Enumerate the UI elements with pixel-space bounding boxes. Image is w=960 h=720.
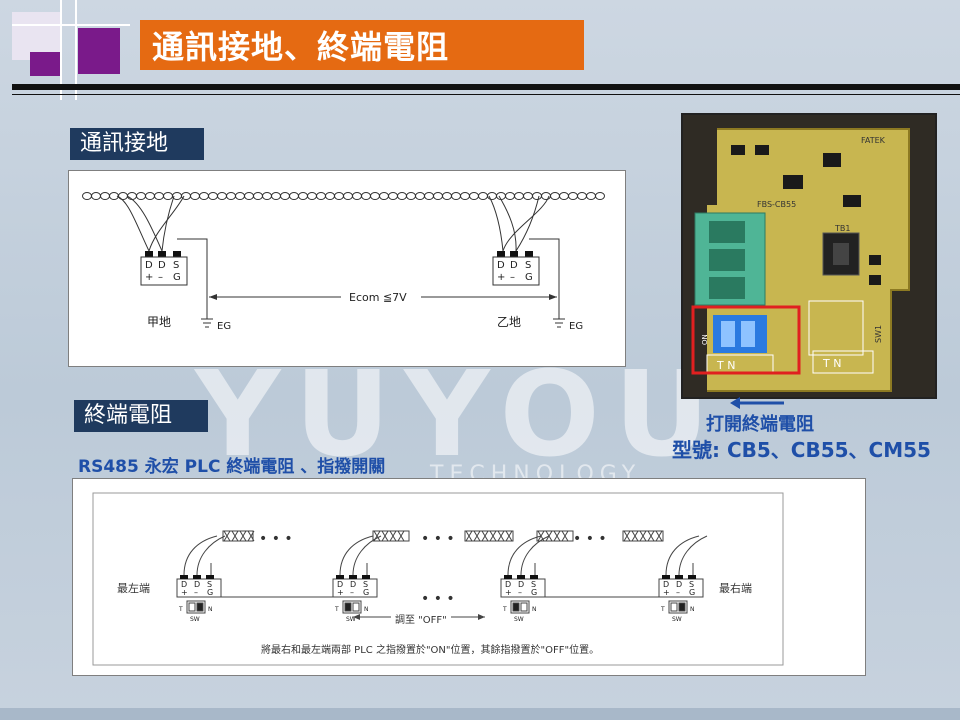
left-sign-minus: – [158,272,163,283]
switch-t-label: T [660,606,665,613]
pointer-arrow-icon [730,397,784,409]
right-pin-d1: D [497,260,505,271]
sign-label: – [350,588,354,597]
switch-n-label: N [690,606,695,613]
pin-label: S [363,580,368,589]
right-location-name: 乙地 [497,315,521,329]
switch-n-label: N [208,606,213,613]
svg-text:• • •: • • • [573,531,607,547]
switch-t-label: T [334,606,339,613]
sign-label: + [181,588,188,597]
board-sw1: SW1 [874,325,883,343]
watermark-logo: YUYOU [195,345,724,483]
leftmost-label: 最左端 [117,582,150,595]
switch-t-label: T [502,606,507,613]
left-pin-d2: D [158,260,166,271]
svg-text:• • •: • • • [259,531,293,547]
sign-label: + [505,588,512,597]
photo-caption-line1: 打開終端電阻 [706,414,814,435]
sign-label: + [663,588,670,597]
left-pin-s: S [173,260,179,271]
left-ground-icon [201,299,213,328]
pin-label: D [181,580,187,589]
pin-label: S [531,580,536,589]
adjust-off-label: 調至 "OFF" [395,613,447,626]
left-ground-label: EG [217,321,231,332]
sign-label: G [363,588,369,597]
pin-label: D [194,580,200,589]
title-underline-thin [12,94,960,95]
decor-line-vertical-2 [75,0,77,100]
decor-line-horizontal [12,24,130,26]
right-ground-icon [553,299,565,328]
board-model: FBS-CB55 [757,200,796,209]
page-title: 通訊接地、終端電阻 [140,20,584,70]
board-tn-right: T N [822,357,841,370]
board-tn-left: T N [716,359,735,372]
left-sign-plus: + [145,272,153,283]
section-label-grounding: 通訊接地 [70,128,204,160]
decor-square-purple-small [30,52,60,76]
pin-label: S [207,580,212,589]
left-location-name: 甲地 [147,315,171,329]
right-sign-plus: + [497,272,505,283]
switch-t-label: T [178,606,183,613]
right-pin-s: S [525,260,531,271]
board-illustration: FATEK FBS-CB55 TB1 T N SW1 ON T N [683,115,935,397]
pin-label: D [350,580,356,589]
pin-label: D [518,580,524,589]
right-ground-label: EG [569,321,583,332]
pin-label: D [337,580,343,589]
left-pin-d1: D [145,260,153,271]
title-underline [12,84,960,90]
switch-sw-label: SW [190,616,200,623]
right-sign-g: G [525,272,533,283]
board-brand: FATEK [861,136,886,145]
sign-label: G [207,588,213,597]
pin-label: S [689,580,694,589]
grounding-diagram-panel: D D S + – G 甲地 D D S + – G 乙地 Ecom ≦7V E… [68,170,626,367]
dip-switch-highlight [691,305,801,375]
right-pin-d2: D [510,260,518,271]
decor-line-vertical [60,0,62,100]
termination-subtitle: RS485 永宏 PLC 終端電阻 、指撥開關 [78,457,386,477]
termination-note: 將最右和最左端兩部 PLC 之指撥置於"ON"位置，其餘指撥置於"OFF"位置。 [261,643,599,656]
switch-sw-label: SW [346,616,356,623]
voltage-label: Ecom ≦7V [349,291,407,304]
footer-band [0,708,960,720]
right-sign-minus: – [510,272,515,283]
pin-label: D [505,580,511,589]
sign-label: – [518,588,522,597]
switch-n-label: N [532,606,537,613]
switch-n-label: N [364,606,369,613]
grounding-diagram: D D S + – G 甲地 D D S + – G 乙地 Ecom ≦7V E… [82,192,605,332]
rightmost-label: 最右端 [719,581,752,595]
decor-square-purple [78,28,120,74]
sign-label: + [337,588,344,597]
svg-text:• • •: • • • [421,591,455,607]
sign-label: – [194,588,198,597]
sign-label: – [676,588,680,597]
pin-label: D [663,580,669,589]
sign-label: G [689,588,695,597]
photo-caption-line2: 型號: CB5、CB55、CM55 [672,438,931,462]
pin-label: D [676,580,682,589]
board-on-label: ON [701,334,709,345]
svg-text:• • •: • • • [421,531,455,547]
board-tb1: TB1 [834,224,850,233]
board-photo: FATEK FBS-CB55 TB1 T N SW1 ON T N [681,113,937,399]
switch-sw-label: SW [672,616,682,623]
left-sign-g: G [173,272,181,283]
sign-label: G [531,588,537,597]
section-label-termination: 終端電阻 [74,400,208,432]
switch-sw-label: SW [514,616,524,623]
